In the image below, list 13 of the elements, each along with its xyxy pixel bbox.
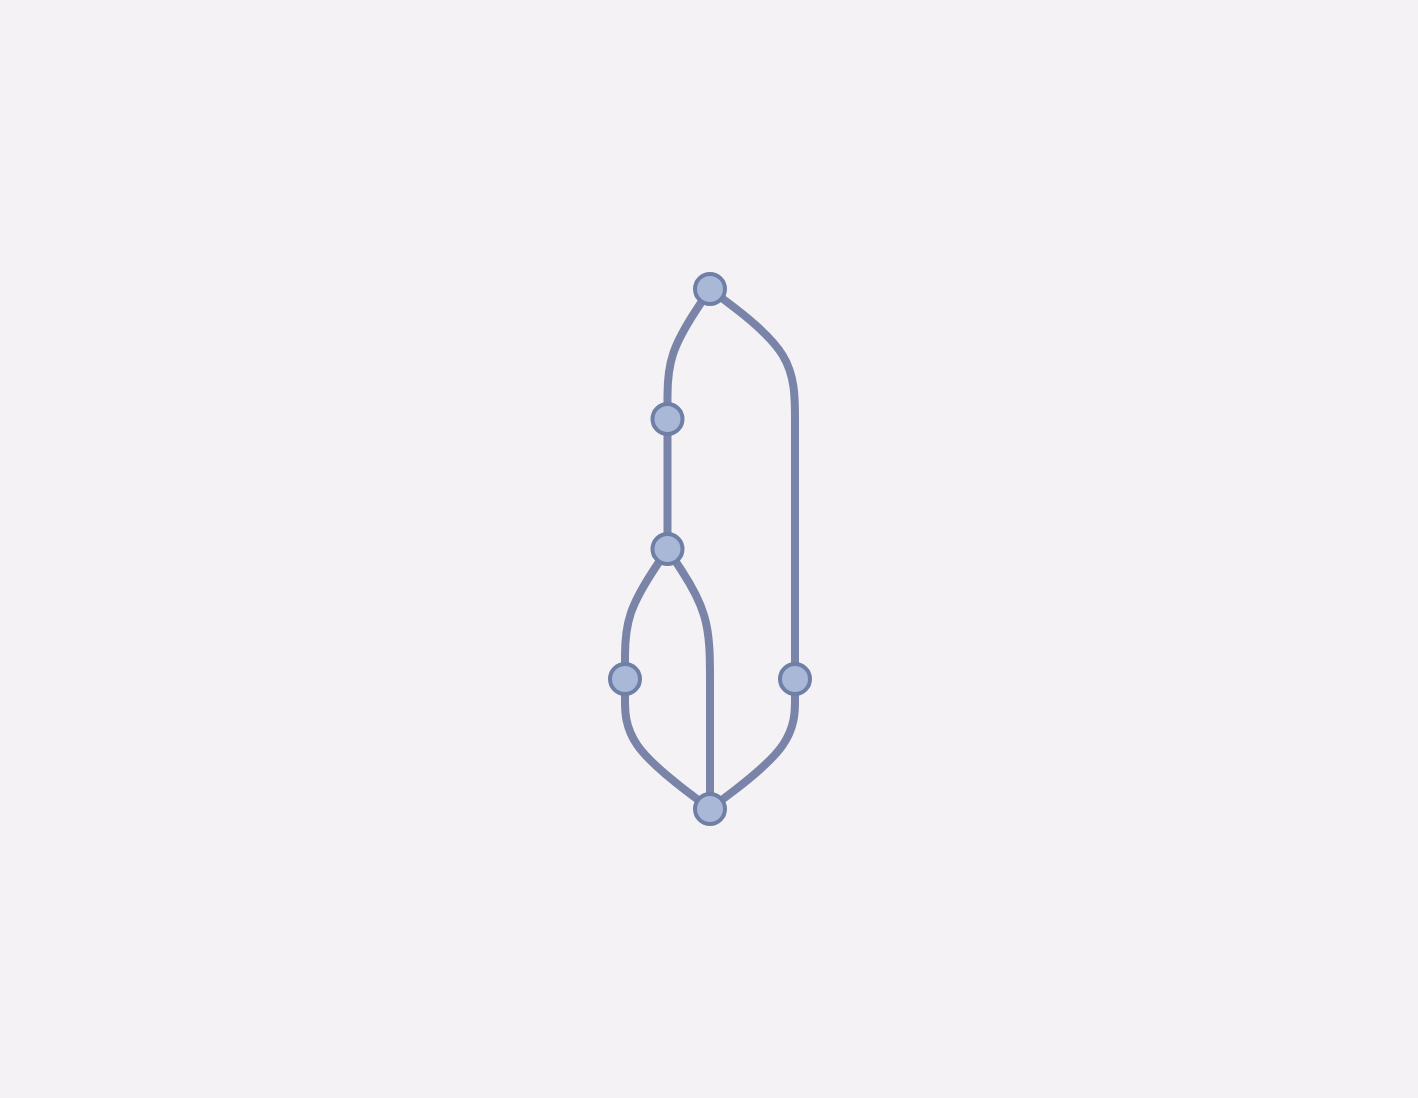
connector (662, 299, 705, 404)
node-circle (649, 402, 684, 436)
node-circle (692, 272, 726, 306)
node-circle (649, 532, 684, 566)
connector (671, 559, 713, 794)
connector (718, 694, 798, 804)
connector (662, 434, 671, 534)
connector (718, 294, 798, 664)
connector (620, 559, 662, 664)
node-circle (777, 662, 811, 696)
connector (620, 694, 700, 804)
node-circle (692, 792, 726, 826)
node-circle (607, 662, 641, 696)
